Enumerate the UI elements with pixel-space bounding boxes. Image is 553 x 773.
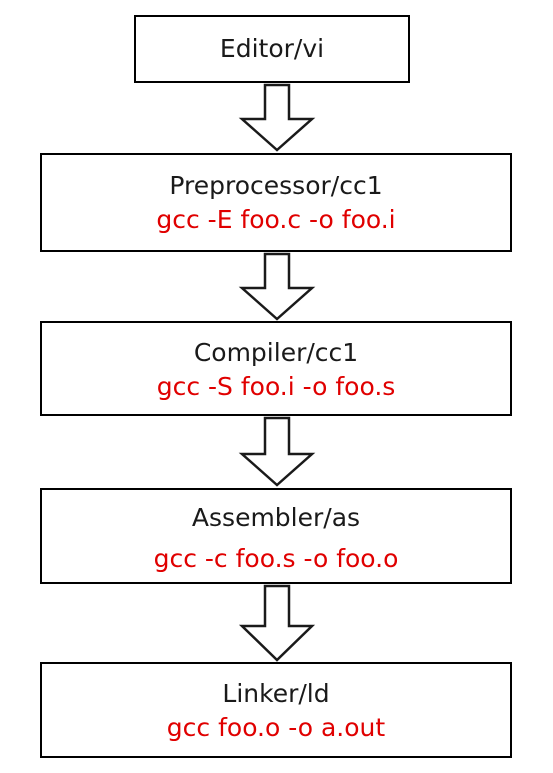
stage-box-preprocessor: Preprocessor/cc1 gcc -E foo.c -o foo.i bbox=[40, 153, 512, 252]
stage-title: Compiler/cc1 bbox=[193, 338, 359, 367]
down-arrow-icon bbox=[237, 83, 317, 153]
stage-title: Linker/ld bbox=[222, 679, 330, 708]
stage-title: Preprocessor/cc1 bbox=[169, 171, 383, 200]
stage-command: gcc -E foo.c -o foo.i bbox=[156, 205, 396, 234]
down-arrow-icon bbox=[237, 416, 317, 487]
stage-box-editor: Editor/vi bbox=[134, 15, 410, 83]
down-arrow-icon bbox=[237, 584, 317, 662]
down-arrow-icon bbox=[237, 252, 317, 322]
stage-command: gcc foo.o -o a.out bbox=[166, 713, 386, 742]
stage-command: gcc -S foo.i -o foo.s bbox=[156, 372, 396, 401]
stage-box-linker: Linker/ld gcc foo.o -o a.out bbox=[40, 662, 512, 758]
stage-box-assembler: Assembler/as gcc -c foo.s -o foo.o bbox=[40, 488, 512, 584]
stage-title: Assembler/as bbox=[191, 503, 361, 532]
stage-command: gcc -c foo.s -o foo.o bbox=[153, 544, 399, 573]
stage-box-compiler: Compiler/cc1 gcc -S foo.i -o foo.s bbox=[40, 321, 512, 416]
stage-title: Editor/vi bbox=[219, 34, 325, 63]
